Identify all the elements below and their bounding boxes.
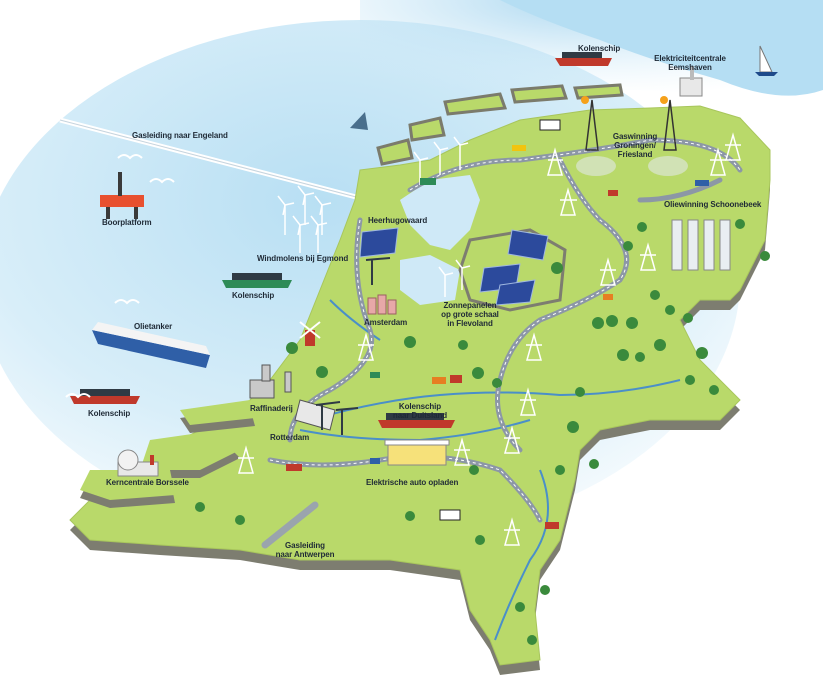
label-eemshaven: Elektriciteitcentrale Eemshaven bbox=[654, 54, 726, 72]
label-gas-england: Gasleiding naar Engeland bbox=[132, 131, 228, 140]
dolphin-fin bbox=[350, 112, 368, 130]
wind-turbines bbox=[277, 136, 471, 297]
vehicles bbox=[286, 145, 709, 529]
label-zonnepanelen: Zonnepanelen op grote schaal in Flevolan… bbox=[441, 301, 499, 329]
label-rotterdam: Rotterdam bbox=[270, 433, 310, 442]
label-kerncentrale: Kerncentrale Borssele bbox=[106, 478, 189, 487]
drilling-platform bbox=[100, 172, 144, 219]
label-eemshaven-line1: Elektriciteitcentrale bbox=[654, 54, 726, 63]
label-kolenschip-south: Kolenschip bbox=[88, 409, 131, 418]
power-pylons bbox=[238, 132, 741, 546]
seagulls bbox=[65, 154, 175, 399]
label-raffinaderij: Raffinaderij bbox=[250, 404, 293, 413]
label-olietanker: Olietanker bbox=[134, 322, 173, 331]
cows bbox=[439, 119, 561, 521]
gas-rigs bbox=[585, 99, 677, 151]
label-elektrische-auto: Elektrische auto opladen bbox=[366, 478, 459, 487]
label-kolenschip-duitsland-line2: naar Duitsland bbox=[392, 411, 448, 421]
label-oliewinning: Oliewinning Schoonebeek bbox=[664, 200, 762, 209]
pipeline-edge bbox=[59, 119, 361, 199]
label-gaswinning: Gaswinning Groningen/ Friesland bbox=[613, 132, 657, 160]
ev-charging-station bbox=[384, 439, 450, 466]
label-amsterdam: Amsterdam bbox=[364, 318, 408, 327]
ship-kolenschip-north-sea bbox=[222, 273, 292, 288]
nuclear-plant bbox=[117, 449, 159, 477]
amsterdam-buildings bbox=[367, 294, 397, 315]
oil-extraction-schoonebeek bbox=[671, 219, 731, 271]
power-station-eemshaven bbox=[679, 66, 703, 97]
label-kolenschip-north-sea: Kolenschip bbox=[232, 291, 275, 300]
label-gaswinning-line3: Friesland bbox=[617, 150, 653, 160]
label-gaswinning-line1: Gaswinning bbox=[612, 132, 658, 141]
label-kolenschip-top: Kolenschip bbox=[578, 44, 621, 53]
label-heerhugowaard: Heerhugowaard bbox=[368, 216, 428, 225]
ijsselmeer bbox=[400, 175, 480, 250]
label-gas-antwerpen: Gasleiding naar Antwerpen bbox=[276, 541, 335, 559]
ship-kolenschip-top bbox=[555, 52, 612, 66]
label-kolenschip-duitsland-line1: Kolenschip bbox=[398, 402, 442, 411]
wadden-islands bbox=[376, 83, 624, 166]
label-gas-antwerpen-line2: naar Antwerpen bbox=[275, 550, 335, 560]
label-zonnepanelen-line3: in Flevoland bbox=[447, 319, 493, 329]
windmill bbox=[299, 321, 321, 346]
gas-pipeline-antwerpen bbox=[261, 501, 319, 549]
ship-kolenschip-south bbox=[70, 389, 140, 404]
label-zonnepanelen-line1: Zonnepanelen bbox=[443, 301, 497, 310]
rotterdam-port bbox=[249, 364, 336, 431]
ship-kolenschip-duitsland bbox=[378, 413, 455, 428]
gas-field-friesland bbox=[576, 156, 616, 176]
label-gas-antwerpen-line1: Gasleiding bbox=[285, 541, 325, 550]
label-kolenschip-duitsland: Kolenschip naar Duitsland bbox=[393, 402, 447, 420]
zeeland-islands bbox=[80, 400, 255, 508]
cranes bbox=[315, 257, 391, 435]
label-boorplatform: Boorplatform bbox=[102, 218, 152, 227]
sea-top-right bbox=[500, 0, 823, 96]
ship-olietanker bbox=[92, 322, 210, 368]
solar-panels bbox=[359, 227, 549, 306]
trees bbox=[195, 219, 770, 645]
label-eemshaven-line2: Eemshaven bbox=[668, 63, 712, 73]
gas-flame-2 bbox=[660, 96, 668, 104]
gas-field-groningen bbox=[648, 156, 688, 176]
gas-flame-1 bbox=[581, 96, 589, 104]
label-zonnepanelen-line2: op grote schaal bbox=[441, 310, 499, 320]
label-gaswinning-line2: Groningen/ bbox=[614, 141, 656, 151]
label-windmolens: Windmolens bij Egmond bbox=[257, 254, 349, 263]
sailboat-hull bbox=[755, 72, 778, 76]
